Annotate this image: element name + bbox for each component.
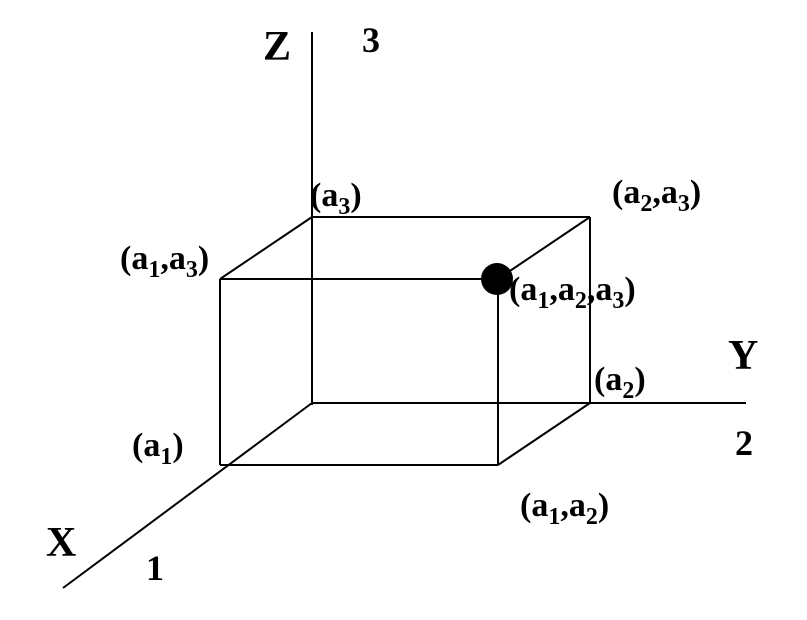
z-axis-number: 3 <box>362 20 380 60</box>
label-a3: (a3) <box>310 177 362 220</box>
label-a2: (a2) <box>594 361 646 404</box>
x-axis-number: 1 <box>146 548 164 588</box>
x-axis-letter: X <box>46 520 76 566</box>
label-a1-a2-a3: (a1,a2,a3) <box>509 271 636 314</box>
z-axis-letter: Z <box>263 24 291 70</box>
y-axis-letter: Y <box>728 333 758 379</box>
x-axis <box>62 402 313 589</box>
box-edge-depth-top-right <box>497 216 591 280</box>
label-a1-a2: (a1,a2) <box>520 487 609 530</box>
box-edge-depth-bottom-right <box>497 402 591 466</box>
box-edge-depth-top-left <box>219 216 313 280</box>
point-a1-a2-a3 <box>481 263 513 295</box>
label-a2-a3: (a2,a3) <box>612 174 701 217</box>
label-a1-a3: (a1,a3) <box>120 240 209 283</box>
label-a1: (a1) <box>132 427 184 470</box>
y-axis-number: 2 <box>735 423 753 463</box>
